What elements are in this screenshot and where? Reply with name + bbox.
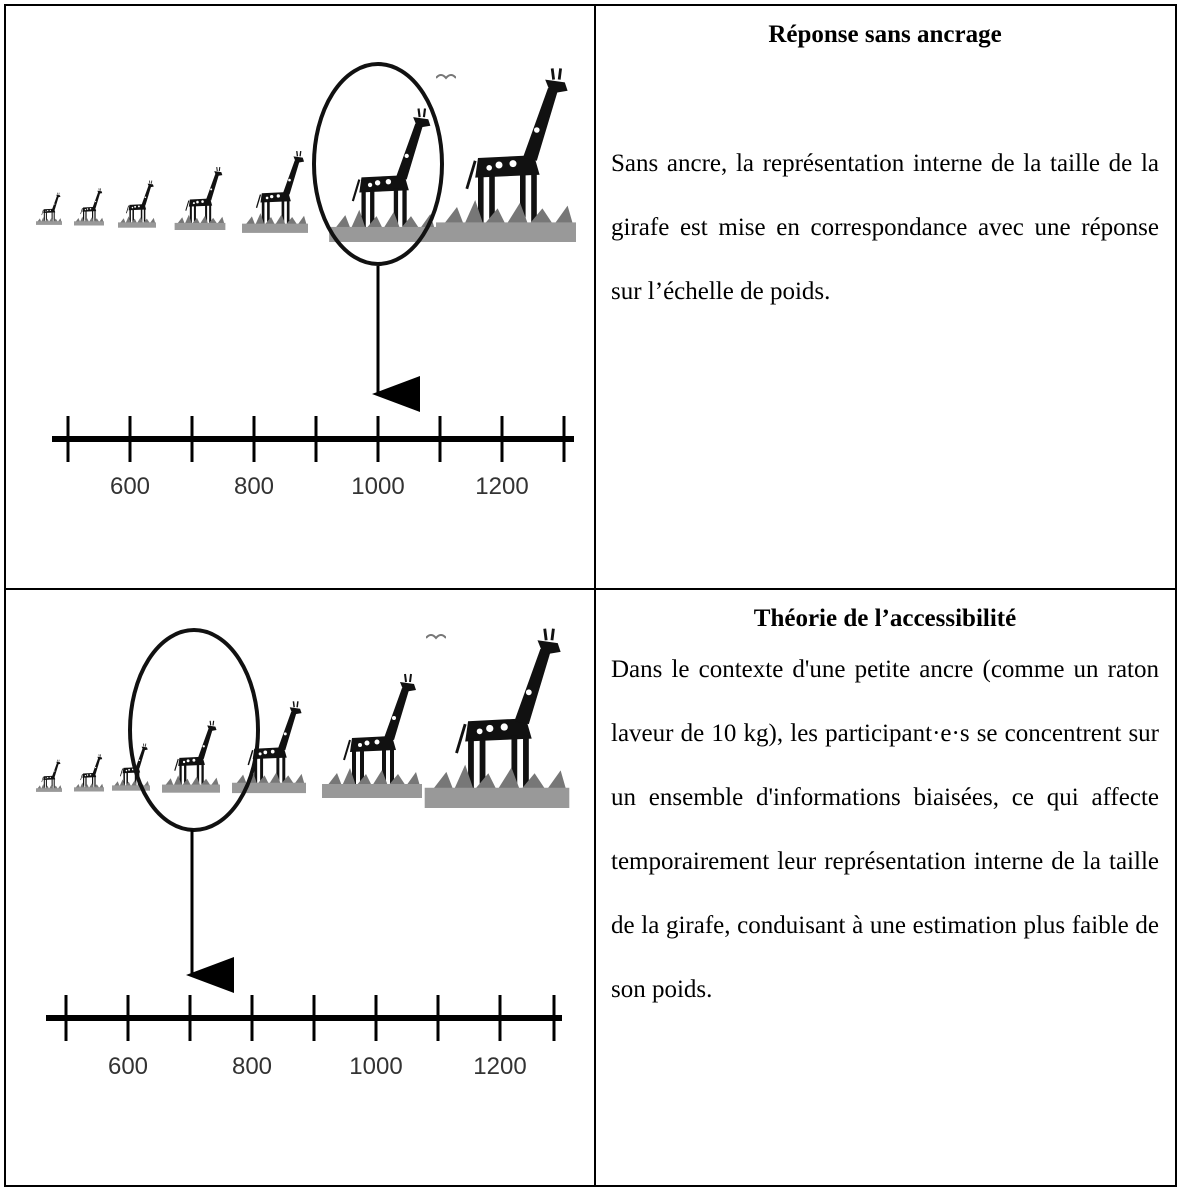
bird-icon — [426, 634, 446, 639]
weight-scale: 600 800 1000 1200 — [52, 416, 574, 500]
illustration-svg-1: 600 800 1000 1200 — [36, 62, 576, 500]
illustration-svg-2: 600 800 1000 1200 — [36, 627, 570, 1080]
giraffe-icon — [424, 627, 570, 808]
giraffe-icon — [118, 180, 156, 228]
bird-icon — [436, 74, 456, 79]
giraffe-icon — [320, 672, 424, 798]
scale-label-1200: 1200 — [475, 473, 528, 500]
scale-label-1200: 1200 — [473, 1053, 526, 1080]
giraffe-icon — [74, 187, 104, 226]
scale-label-1000: 1000 — [351, 473, 404, 500]
text-no-anchor: Réponse sans ancrage Sans ancre, la repr… — [611, 20, 1159, 580]
weight-scale: 600 800 1000 1200 — [46, 995, 562, 1080]
giraffe-icon — [36, 759, 62, 792]
scale-label-1000: 1000 — [349, 1053, 402, 1080]
scale-label-800: 800 — [234, 473, 274, 500]
comparison-table: 600 800 1000 1200 Réponse sans ancrage S… — [4, 4, 1177, 1187]
text-accessibility: Théorie de l’accessibilité Dans le conte… — [611, 604, 1159, 1179]
giraffe-icon — [162, 720, 220, 794]
body-accessibility: Dans le contexte d'une petite ancre (com… — [611, 656, 1159, 1003]
giraffe-icon — [36, 192, 62, 225]
title-no-anchor: Réponse sans ancrage — [768, 21, 1002, 48]
scale-label-800: 800 — [232, 1053, 272, 1080]
giraffe-icon — [74, 753, 104, 792]
illustration-no-anchor: 600 800 1000 1200 — [6, 6, 594, 588]
row-divider — [6, 588, 1175, 590]
selection-circle — [312, 62, 444, 266]
illustration-accessibility: 600 800 1000 1200 — [6, 590, 594, 1185]
body-no-anchor: Sans ancre, la représentation interne de… — [611, 150, 1159, 305]
giraffe-icon — [232, 700, 306, 794]
scale-label-600: 600 — [108, 1053, 148, 1080]
giraffe-icon — [242, 150, 308, 234]
column-divider — [594, 6, 596, 1185]
giraffe-icon — [328, 107, 438, 242]
giraffe-icon — [174, 166, 226, 230]
giraffe-icon — [436, 66, 576, 244]
scale-label-600: 600 — [110, 473, 150, 500]
title-accessibility: Théorie de l’accessibilité — [753, 605, 1017, 632]
selection-circle — [128, 628, 260, 832]
